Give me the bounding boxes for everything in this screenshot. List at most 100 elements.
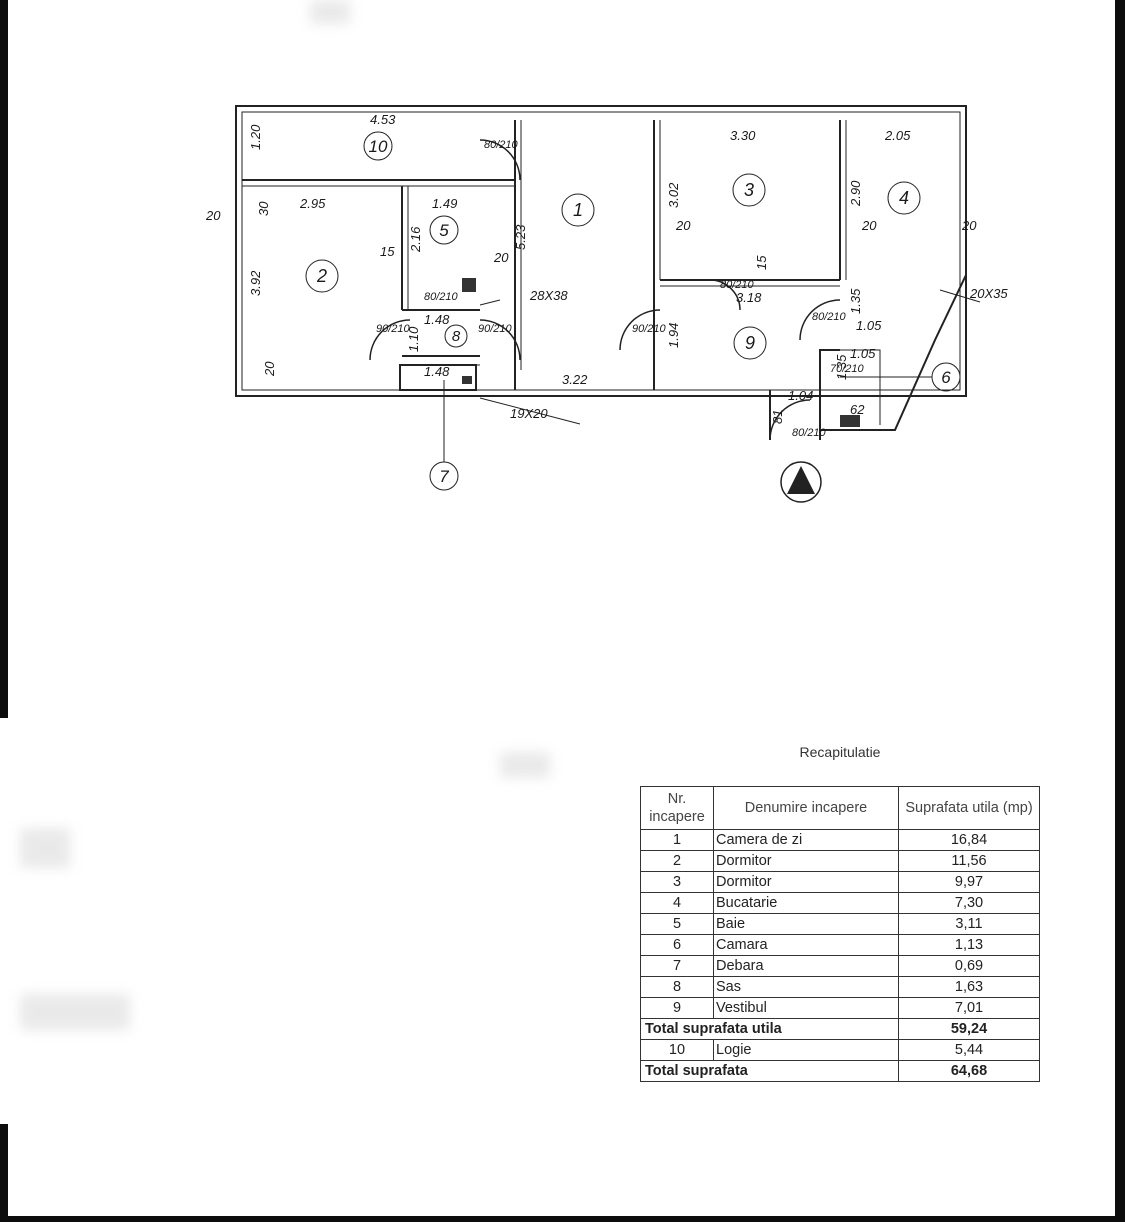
duct-block xyxy=(840,415,860,427)
recap-table: Nr. incapere Denumire incapere Suprafata… xyxy=(640,786,1040,1082)
room-label-5: 5 xyxy=(439,221,449,240)
door-swing xyxy=(479,139,521,181)
duct-block xyxy=(462,376,472,384)
dim-label: 1.49 xyxy=(432,196,457,211)
door-swing xyxy=(479,319,521,361)
row-name: Dormitor xyxy=(713,871,899,893)
door-label: 80/210 xyxy=(812,311,847,323)
dim-label: 1.35 xyxy=(848,288,863,314)
dim-label: 30 xyxy=(256,201,271,216)
dim-label: 1.94 xyxy=(666,323,681,348)
dim-label: 3.18 xyxy=(736,290,762,305)
door-label: 80/210 xyxy=(424,291,459,303)
total-row: Total suprafata 64,68 xyxy=(640,1060,1040,1082)
storage-closet xyxy=(399,364,477,391)
row-nr: 2 xyxy=(640,850,714,872)
dim-label: 1.48 xyxy=(424,364,450,379)
scan-smudge xyxy=(20,994,130,1030)
scan-edge-left-top xyxy=(0,0,8,718)
row-name: Camera de zi xyxy=(713,829,899,851)
dim-label: 20 xyxy=(861,218,877,233)
row-nr: 4 xyxy=(640,892,714,914)
row-nr: 8 xyxy=(640,976,714,998)
room-label-2: 2 xyxy=(316,266,327,286)
row-area: 7,01 xyxy=(898,997,1040,1019)
door-label: 80/210 xyxy=(484,139,519,151)
floor-plan: 10 1 2 3 4 5 6 7 8 9 4.53 3.30 2.05 2.95… xyxy=(205,105,1008,503)
dim-label: 20 xyxy=(205,208,221,223)
dim-label: 2.16 xyxy=(408,226,423,253)
row-nr: 6 xyxy=(640,934,714,956)
dim-label: 20 xyxy=(262,361,277,377)
row-name: Baie xyxy=(713,913,899,935)
dim-label: 5.23 xyxy=(513,224,528,250)
dim-label: 62 xyxy=(850,402,865,417)
dim-label: 3.22 xyxy=(562,372,588,387)
header-nr: Nr. incapere xyxy=(640,786,714,830)
door-swing xyxy=(369,319,411,361)
scan-smudge xyxy=(500,752,550,778)
dim-label: 1.05 xyxy=(850,346,876,361)
total-useful-row: Total suprafata utila 59,24 xyxy=(640,1018,1040,1040)
row-name: Debara xyxy=(713,955,899,977)
room-label-9: 9 xyxy=(745,333,755,353)
dim-label: 2.05 xyxy=(884,128,911,143)
row-name: Camara xyxy=(713,934,899,956)
row-name: Sas xyxy=(713,976,899,998)
row-area: 16,84 xyxy=(898,829,1040,851)
row-name: Logie xyxy=(713,1039,899,1061)
row-nr: 3 xyxy=(640,871,714,893)
room-label-10: 10 xyxy=(369,137,388,156)
row-area: 0,69 xyxy=(898,955,1040,977)
total-useful-area: 59,24 xyxy=(898,1018,1040,1040)
dim-label: 2.95 xyxy=(299,196,326,211)
total-useful-label: Total suprafata utila xyxy=(640,1018,899,1040)
dim-label: 15 xyxy=(380,244,395,259)
door-swing xyxy=(619,309,661,351)
door-swing xyxy=(769,399,811,441)
door-swing xyxy=(709,279,741,311)
dim-label: 3.92 xyxy=(248,270,263,296)
row-nr: 7 xyxy=(640,955,714,977)
door-label: 90/210 xyxy=(632,323,667,335)
room-label-3: 3 xyxy=(744,180,754,200)
dim-label: 20 xyxy=(961,218,977,233)
dim-label: 3.30 xyxy=(730,128,756,143)
row-area: 3,11 xyxy=(898,913,1040,935)
dim-label: 1.48 xyxy=(424,312,450,327)
scan-edge-bottom xyxy=(0,1216,1125,1222)
header-area: Suprafata utila (mp) xyxy=(898,786,1040,830)
dim-label: 15 xyxy=(754,255,769,270)
dim-label: 28X38 xyxy=(529,288,568,303)
door-label: 80/210 xyxy=(792,427,827,439)
row-area: 1,13 xyxy=(898,934,1040,956)
row-area: 5,44 xyxy=(898,1039,1040,1061)
room-label-8: 8 xyxy=(452,328,461,345)
row-nr: 1 xyxy=(640,829,714,851)
dim-label: 81 xyxy=(770,410,785,424)
dim-label: 20 xyxy=(675,218,691,233)
room-label-6: 6 xyxy=(941,368,951,387)
room-label-1: 1 xyxy=(573,200,583,220)
table-header-row: Nr. incapere Denumire incapere Suprafata… xyxy=(640,786,1040,830)
row-area: 11,56 xyxy=(898,850,1040,872)
door-label: 90/210 xyxy=(376,323,411,335)
kitchen-angled-wall xyxy=(819,106,967,431)
duct-block xyxy=(462,278,476,292)
dim-label: 1.20 xyxy=(248,124,263,150)
recap-title: Recapitulatie xyxy=(799,744,881,760)
door-swing xyxy=(799,299,841,341)
door-label: 80/210 xyxy=(720,279,755,291)
room-label-7: 7 xyxy=(439,467,449,486)
total-area: 64,68 xyxy=(898,1060,1040,1082)
dim-label: 20 xyxy=(493,250,509,265)
dim-label: 20X35 xyxy=(969,286,1008,301)
dim-label: 1.05 xyxy=(856,318,882,333)
